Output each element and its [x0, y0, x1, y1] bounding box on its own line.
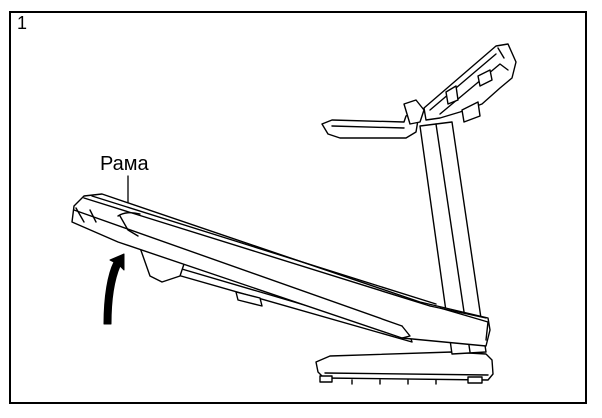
treadmill-frame — [71, 193, 491, 347]
handrail — [321, 99, 425, 139]
console — [423, 43, 517, 123]
curved-up-arrow-icon — [103, 253, 125, 325]
frame-callout-label: Рама — [100, 153, 149, 175]
base-foot — [315, 351, 494, 385]
step-number: 1 — [17, 13, 28, 33]
